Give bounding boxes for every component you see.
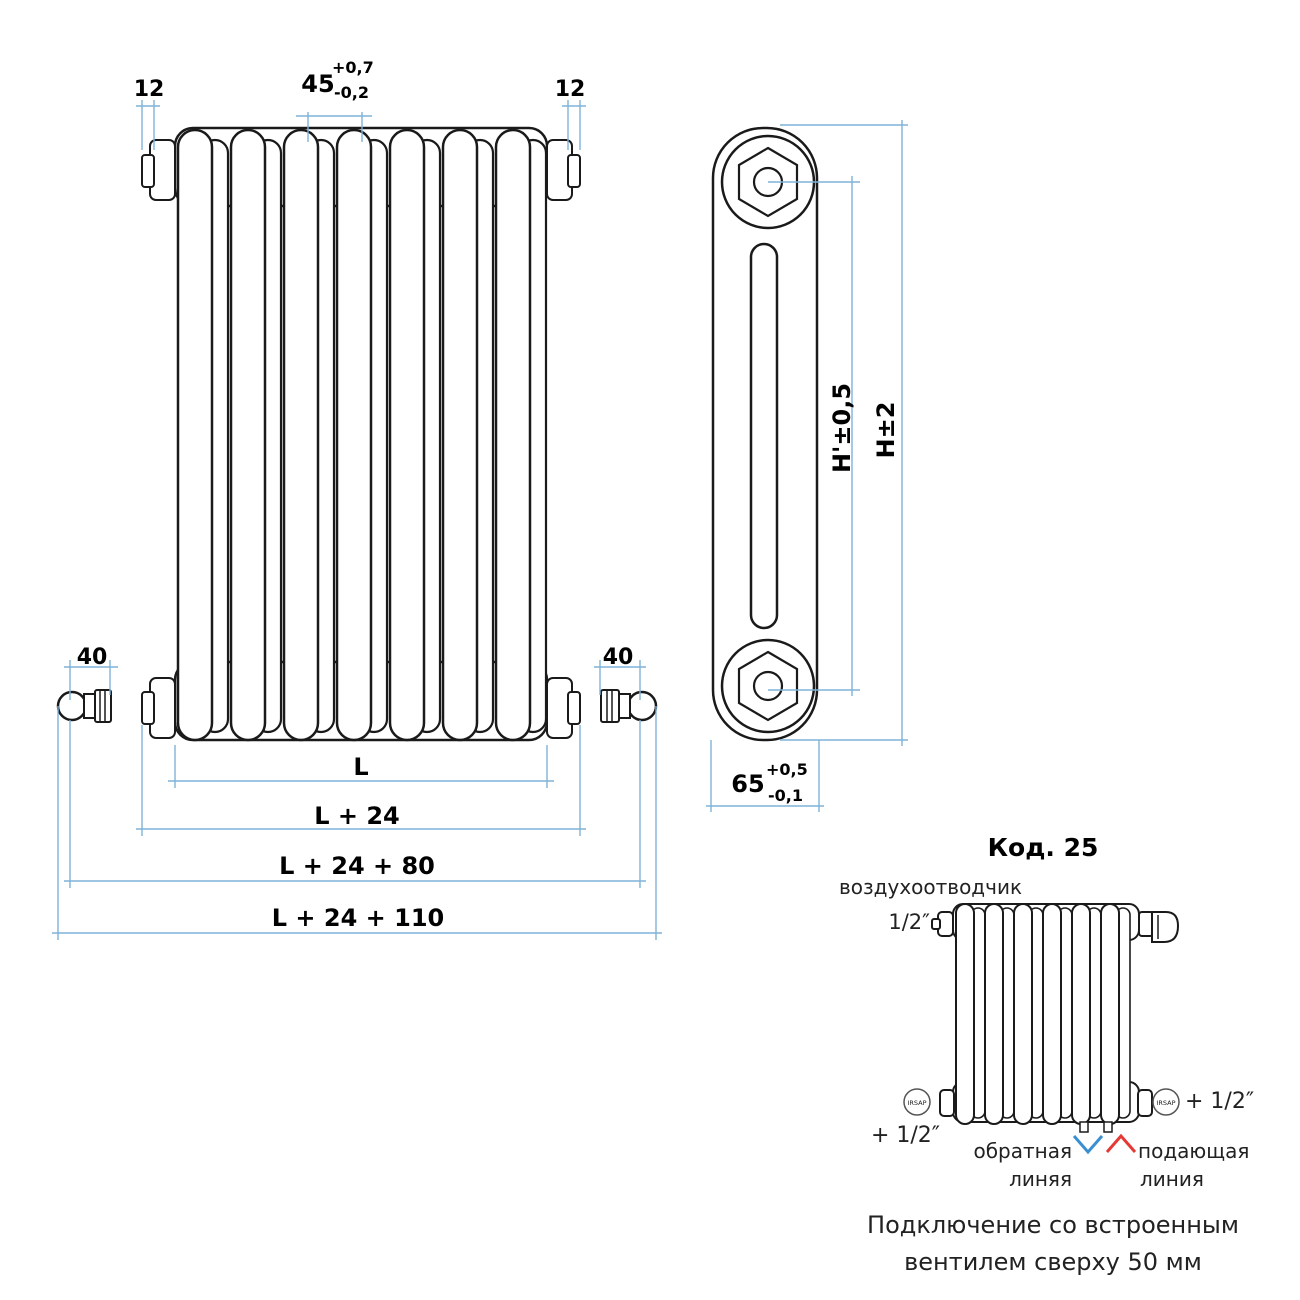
top-left-end-plug <box>141 139 176 201</box>
connection-diagram: Код. 25 IRSAP IRSAP <box>839 833 1254 1276</box>
front-column <box>494 128 532 742</box>
front-column <box>176 128 214 742</box>
side-view: H'±0,5 H±2 65 +0,5 -0,1 <box>706 120 908 812</box>
depth-dim-label: 65 <box>731 770 764 798</box>
mini-front-column <box>1071 903 1091 1125</box>
left-plug-brand: IRSAP <box>907 1099 926 1107</box>
mini-front-column <box>1100 903 1120 1125</box>
side-dimension-lines <box>706 120 908 812</box>
radiator-columns <box>176 128 548 742</box>
top-right-end-plug <box>546 139 581 201</box>
mini-radiator-columns <box>955 903 1131 1125</box>
bottom-right-dim-label: 40 <box>603 645 634 670</box>
air-vent-label: воздухоотводчик <box>839 875 1022 899</box>
front-column <box>282 128 320 742</box>
air-vent-icon <box>931 911 954 937</box>
front-column <box>229 128 267 742</box>
width-dim-l-24: L + 24 <box>314 802 400 830</box>
depth-tol-minus: -0,1 <box>768 786 803 805</box>
right-plug-brand: IRSAP <box>1156 1099 1175 1107</box>
front-column <box>441 128 479 742</box>
left-plug-badge-icon: IRSAP <box>903 1088 931 1116</box>
supply-arrow-icon <box>1105 1133 1137 1153</box>
connection-caption-2: вентилем сверху 50 мм <box>904 1248 1202 1276</box>
side-slot <box>749 242 779 630</box>
pitch-tol-plus: +0,7 <box>332 58 374 77</box>
mini-front-column <box>1013 903 1033 1125</box>
h-total-dim-label: H±2 <box>872 402 900 459</box>
supply-connection-pipe <box>1103 1121 1113 1133</box>
connection-code-title: Код. 25 <box>988 833 1099 862</box>
mini-bottom-left-plug <box>939 1089 955 1117</box>
supply-line-label-1: подающая <box>1138 1139 1249 1163</box>
return-arrow-icon <box>1072 1135 1104 1155</box>
side-body <box>711 126 819 742</box>
front-column <box>335 128 373 742</box>
mini-front-column <box>984 903 1004 1125</box>
bottom-right-end-plug <box>546 677 581 739</box>
plug-right-label: + 1/2″ <box>1185 1089 1254 1114</box>
right-plug-badge-icon: IRSAP <box>1152 1088 1180 1116</box>
front-column <box>388 128 426 742</box>
top-left-dim-label: 12 <box>134 77 165 102</box>
return-line-label-2: линяя <box>1009 1167 1072 1191</box>
return-connection-pipe <box>1079 1121 1089 1133</box>
right-valve-icon <box>600 689 658 723</box>
bottom-left-end-plug <box>141 677 176 739</box>
left-valve-icon <box>56 689 112 723</box>
connection-caption-1: Подключение со встроенным <box>867 1211 1239 1239</box>
mini-bottom-right-plug <box>1137 1089 1153 1117</box>
depth-tol-plus: +0,5 <box>766 760 808 779</box>
mini-front-column <box>955 903 975 1125</box>
width-dim-l: L <box>353 753 368 781</box>
plug-left-label: + 1/2″ <box>871 1123 940 1148</box>
bottom-left-dim-label: 40 <box>77 645 108 670</box>
return-line-label-1: обратная <box>973 1139 1072 1163</box>
mini-front-column <box>1042 903 1062 1125</box>
h-axis-dim-label: H'±0,5 <box>828 383 856 473</box>
thermostatic-head-icon <box>1138 911 1180 943</box>
top-right-dim-label: 12 <box>555 77 586 102</box>
front-view: 12 12 45 +0,7 -0,2 40 40 L L + 24 L + 24… <box>52 58 662 940</box>
pitch-dim-label: 45 <box>301 70 334 98</box>
air-vent-size: 1/2″ <box>888 910 930 934</box>
supply-line-label-2: линия <box>1140 1167 1204 1191</box>
front-dimension-lines <box>52 100 662 940</box>
width-dim-l-24-80: L + 24 + 80 <box>279 852 435 880</box>
width-dim-l-24-110: L + 24 + 110 <box>272 904 444 932</box>
pitch-tol-minus: -0,2 <box>334 83 369 102</box>
